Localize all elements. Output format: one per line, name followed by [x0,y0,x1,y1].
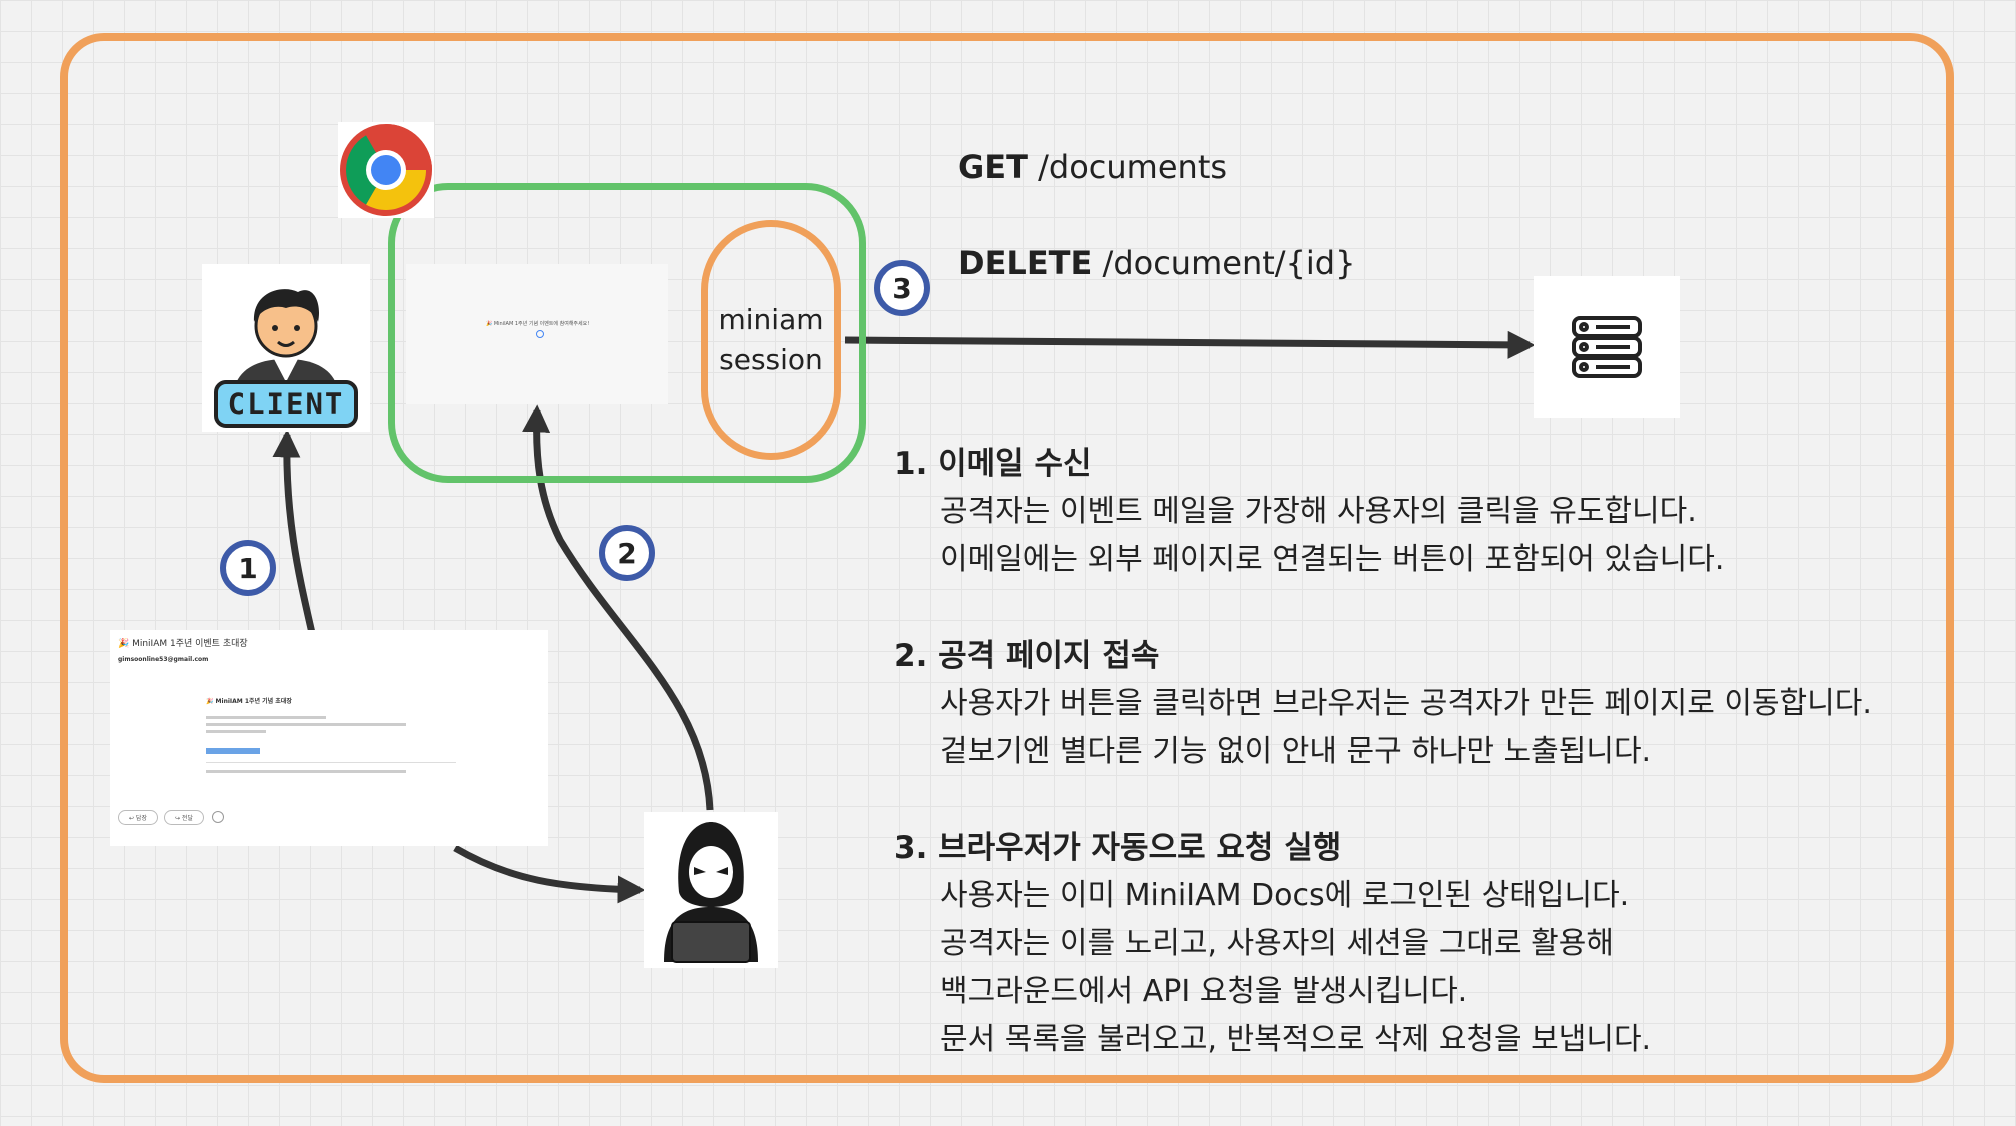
request-get-method: GET [958,148,1028,186]
email-sender: gimsoonline53@gmail.com [118,656,209,663]
email-subject: 🎉 MiniIAM 1주년 이벤트 초대장 [118,639,248,649]
step-3-line: 사용자는 이미 MiniIAM Docs에 로그인된 상태입니다. [940,878,1630,913]
arrow-session-to-server [844,330,1536,359]
arrow-email-to-client [272,429,316,634]
step-3-line: 백그라운드에서 API 요청을 발생시킵니다. [940,974,1468,1009]
email-footer-line [206,770,406,773]
miniam-session-label: miniam session [701,220,841,460]
step-marker-1: 1 [220,540,276,596]
reply-button[interactable]: ↩ 답장 [118,810,158,825]
chrome-icon [338,122,434,218]
step-3-line: 공격자는 이를 노리고, 사용자의 세션을 그대로 활용해 [940,926,1614,961]
arrow-hacker-to-attack-page [522,404,714,811]
step-marker-2: 2 [599,525,655,581]
diagram-frame [60,33,1954,1083]
email-heading: 🎉 MiniIAM 1주년 기념 초대장 [206,698,292,705]
request-get-path: /documents [1038,148,1228,186]
loading-spinner-icon [536,330,544,338]
server-icon [1534,276,1680,418]
email-body-lines [206,712,416,737]
request-delete: DELETE /document/{id} [958,244,1355,282]
forward-button[interactable]: ↪ 전달 [164,810,204,825]
request-get: GET /documents [958,148,1227,186]
attack-page-preview: 🎉 MiniIAM 1주년 기념 이벤트에 참여해주세요! [406,264,668,404]
step-2-title: 2. 공격 페이지 접속 [894,638,1160,674]
hacker-icon [644,812,778,968]
client-user-icon: CLIENT [202,264,370,432]
client-label: CLIENT [227,387,345,421]
step-marker-3: 3 [874,260,930,316]
step-3-title: 3. 브라우저가 자동으로 요청 실행 [894,830,1342,866]
email-preview: 🎉 MiniIAM 1주년 이벤트 초대장 gimsoonline53@gmai… [110,630,548,846]
email-cta-button[interactable] [206,748,260,754]
step-2-line: 사용자가 버튼을 클릭하면 브라우저는 공격자가 만든 페이지로 이동합니다. [940,686,1872,721]
request-delete-method: DELETE [958,244,1093,282]
request-delete-path: /document/{id} [1102,244,1356,282]
step-2-line: 겉보기엔 별다른 기능 없이 안내 문구 하나만 노출됩니다. [940,734,1652,769]
step-3-line: 문서 목록을 불러오고, 반복적으로 삭제 요청을 보냅니다. [940,1022,1652,1057]
attack-page-text: 🎉 MiniIAM 1주년 기념 이벤트에 참여해주세요! [486,321,590,327]
emoji-react-icon[interactable] [212,811,224,823]
step-1-title: 1. 이메일 수신 [894,446,1092,482]
step-1-line: 공격자는 이벤트 메일을 가장해 사용자의 클릭을 유도합니다. [940,494,1697,529]
browser-box [388,183,866,483]
step-1-line: 이메일에는 외부 페이지로 연결되는 버튼이 포함되어 있습니다. [940,542,1725,577]
arrow-email-to-hacker [453,844,646,904]
